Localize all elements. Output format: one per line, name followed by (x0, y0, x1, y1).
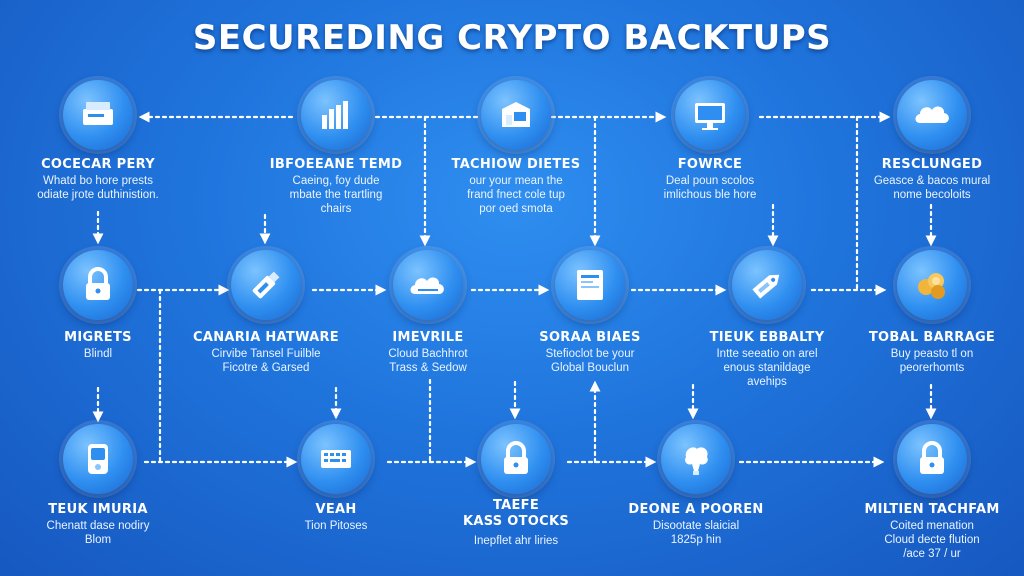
node-title: MIGRETS (64, 330, 132, 345)
node-description: our your mean the frand fnect cole tup p… (467, 175, 565, 215)
node-description: Buy peasto tl on peorerhomts (890, 348, 974, 374)
node-title: IMEVRILE (392, 330, 464, 345)
monitor-icon (675, 80, 745, 150)
hardware-device-icon (481, 80, 551, 150)
page-title: SECUREDING CRYPTO BACKTUPS (192, 18, 832, 58)
node-title: TEUK IMURIA (48, 502, 148, 517)
document-icon (555, 250, 625, 320)
cloud-storage-icon (393, 250, 463, 320)
tag-icon (732, 250, 802, 320)
padlock-icon (897, 424, 967, 494)
node-description: Cloud Bachhrot Trass & Sedow (388, 348, 468, 374)
brain-key-icon (661, 424, 731, 494)
keyboard-device-icon (301, 424, 371, 494)
node-title: RESCLUNGED (881, 157, 983, 172)
node-title: IBFOEEANE TEMD (269, 157, 403, 172)
node-description: Blindl (83, 348, 113, 360)
node-description: Chenatt dase nodiry Blom (46, 520, 150, 546)
node-title: DEONE A POOREN (628, 502, 764, 517)
node-title: TAEFE KASS OTOCKS (462, 498, 570, 529)
node-title: FOWRCE (677, 157, 743, 172)
node-title: CANARIA HATWARE (193, 330, 339, 345)
node-title: COCECAR PERY (41, 157, 155, 172)
node-description: Stefioclot be your Global Bouclun (545, 348, 635, 374)
node-title: VEAH (315, 502, 357, 517)
node-title: TIEUK EBBALTY (709, 330, 825, 345)
node-description: Whatd bo hore prests odiate jrote duthin… (37, 175, 159, 201)
node-description: Geasce & bacos mural nome becoloits (873, 175, 991, 201)
node-description: Inepflet ahr liries (473, 535, 559, 547)
node-description: Deal poun scolos imlichous ble hore (663, 175, 757, 201)
node-description: Coited menation Cloud decte flution /ace… (884, 520, 980, 560)
padlock-icon (63, 250, 133, 320)
file-box-icon (63, 80, 133, 150)
cloud-icon (897, 80, 967, 150)
gold-coins-icon (897, 250, 967, 320)
node-title: TOBAL BARRAGE (868, 330, 996, 345)
bar-chart-icon (301, 80, 371, 150)
node-description: Cirvibe Tansel Fuilble Ficotre & Garsed (211, 348, 321, 374)
node-description: Intte seeatio on arel enous stanildage a… (716, 348, 818, 388)
node-title: SORAA BIAES (539, 330, 641, 345)
node-description: Caeing, foy dude mbate the trartling cha… (289, 175, 383, 215)
node-title: MILTIEN TACHFAM (864, 502, 1000, 517)
node-description: Tion Pitoses (304, 520, 368, 532)
usb-drive-icon (231, 250, 301, 320)
hardware-wallet-icon (63, 424, 133, 494)
node-title: TACHIOW DIETES (451, 157, 581, 172)
padlock-icon (481, 424, 551, 494)
node-description: Disootate slaicial 1825p hin (652, 520, 740, 546)
